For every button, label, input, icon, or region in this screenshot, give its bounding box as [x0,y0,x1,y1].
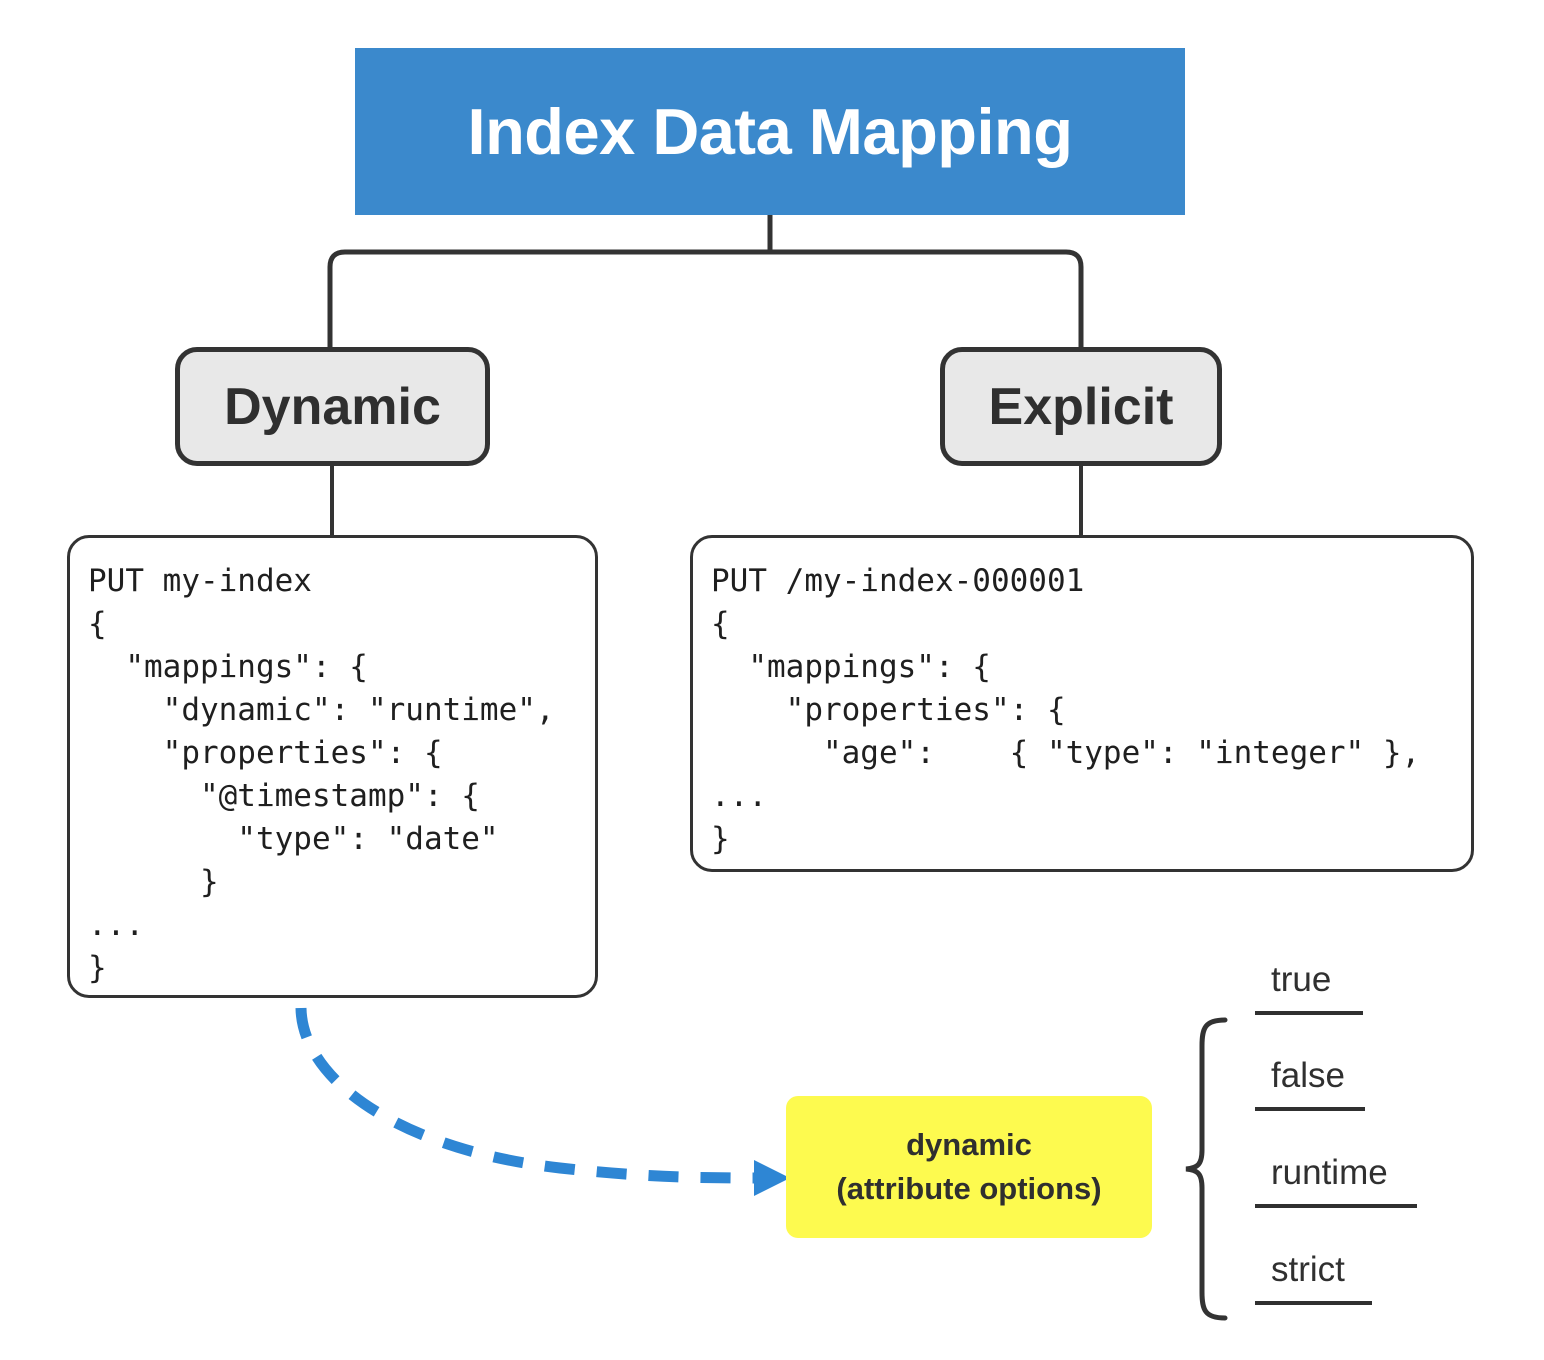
option-item-strict[interactable]: strict [1255,1252,1465,1305]
option-underline [1255,1301,1372,1305]
callout-dynamic-attribute[interactable]: dynamic (attribute options) [786,1096,1152,1238]
option-label: strict [1271,1250,1345,1289]
code-block-explicit: PUT /my-index-000001 { "mappings": { "pr… [690,535,1474,872]
option-item-runtime[interactable]: runtime [1255,1155,1465,1208]
option-underline [1255,1204,1417,1208]
option-label: runtime [1271,1153,1388,1192]
node-explicit-label: Explicit [988,377,1174,436]
connector-bus-to-dynamic [327,249,770,347]
option-label: true [1271,960,1332,999]
node-dynamic-label: Dynamic [224,377,441,436]
option-underline [1255,1011,1363,1015]
connector-bus-to-explicit [770,249,1084,347]
callout-line-2: (attribute options) [836,1171,1102,1206]
dashed-arrow-head [754,1160,790,1196]
node-dynamic[interactable]: Dynamic [175,347,490,466]
option-label: false [1271,1056,1345,1095]
dashed-arrow-path [295,1007,763,1184]
option-item-true[interactable]: true [1255,962,1465,1015]
code-block-explicit-text: PUT /my-index-000001 { "mappings": { "pr… [711,563,1421,857]
code-block-dynamic: PUT my-index { "mappings": { "dynamic": … [67,535,598,998]
diagram-title-box: Index Data Mapping [355,48,1185,215]
page-title: Index Data Mapping [467,95,1073,168]
option-item-false[interactable]: false [1255,1058,1465,1111]
option-underline [1255,1107,1365,1111]
options-curly-brace [1185,1017,1228,1321]
node-explicit[interactable]: Explicit [940,347,1222,466]
callout-line-1: dynamic [906,1127,1032,1162]
code-block-dynamic-text: PUT my-index { "mappings": { "dynamic": … [88,563,555,986]
